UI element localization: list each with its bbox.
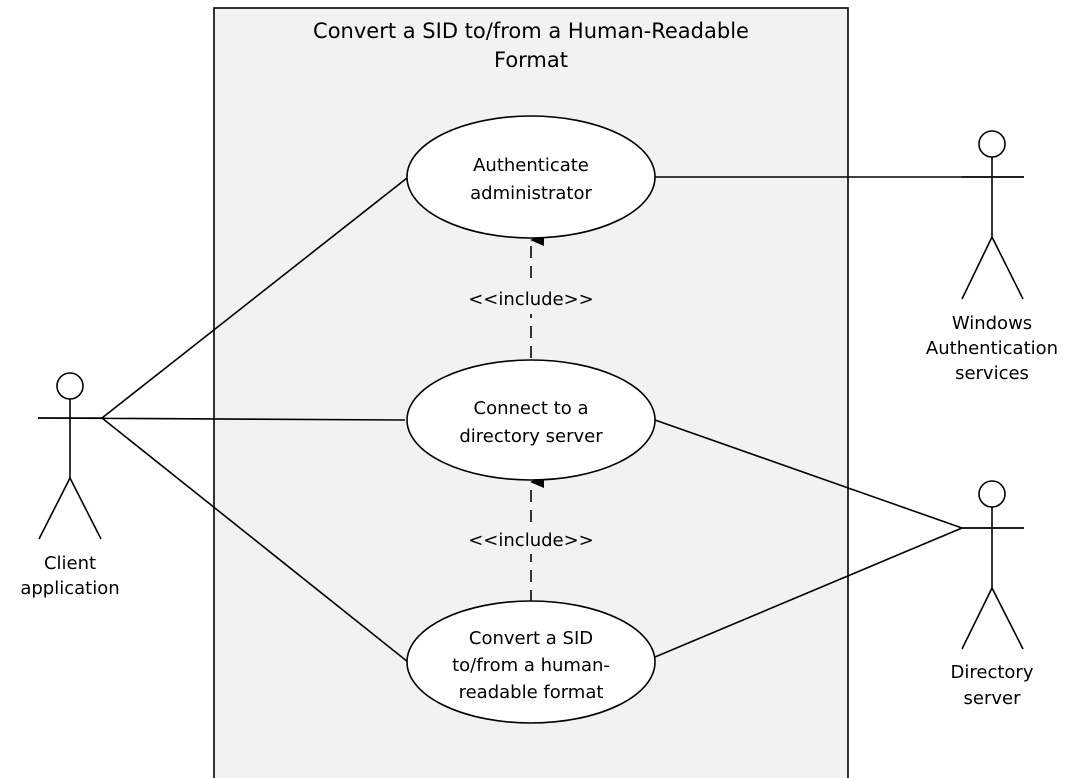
actor-directory-label-2: server — [964, 688, 1022, 709]
include-label-bottom: <<include>> — [468, 530, 594, 551]
use-case-convert-label-3: readable format — [459, 682, 604, 703]
use-case-convert-sid[interactable]: Convert a SID to/from a human- readable … — [406, 600, 656, 724]
use-case-convert-label-1: Convert a SID — [469, 628, 593, 649]
assoc-convert-directory — [654, 527, 963, 658]
use-case-authenticate-ellipse — [406, 115, 656, 239]
use-case-authenticate-label-1: Authenticate — [473, 155, 589, 176]
system-title-line-1: Convert a SID to/from a Human-Readable — [313, 19, 749, 43]
use-case-authenticate-label-2: administrator — [470, 183, 592, 204]
actor-client-label-2: application — [20, 578, 119, 599]
assoc-client-authenticate — [101, 177, 408, 419]
use-case-connect-label-1: Connect to a — [474, 398, 589, 419]
include-label-top: <<include>> — [468, 289, 594, 310]
actor-directory-label-1: Directory — [951, 662, 1034, 683]
system-title-line-2: Format — [494, 48, 568, 72]
use-case-convert-ellipse — [406, 600, 656, 724]
use-case-connect-label-2: directory server — [459, 426, 603, 447]
include-relationships: <<include>> <<include>> — [452, 234, 610, 602]
use-case-connect-directory-server[interactable]: Connect to a directory server — [406, 359, 656, 481]
actor-windows-figure-icon — [961, 130, 1024, 300]
actor-client-figure-icon — [38, 372, 102, 540]
actor-windows-authentication-services[interactable]: Windows Authentication services — [926, 130, 1058, 384]
use-case-convert-label-2: to/from a human- — [452, 655, 610, 676]
actor-windows-label-1: Windows — [952, 313, 1032, 334]
include-label-bg-bottom — [452, 524, 610, 554]
actor-directory-server[interactable]: Directory server — [951, 480, 1034, 709]
assoc-connect-directory — [654, 419, 963, 529]
actor-client-application[interactable]: Client application — [20, 372, 120, 599]
include-label-bg-top — [452, 284, 610, 314]
actor-directory-figure-icon — [961, 480, 1024, 650]
use-case-authenticate-administrator[interactable]: Authenticate administrator — [406, 115, 656, 239]
actor-windows-label-3: services — [955, 363, 1029, 384]
assoc-client-convert — [101, 417, 409, 663]
actor-windows-label-2: Authentication — [926, 338, 1058, 359]
use-case-connect-ellipse — [406, 359, 656, 481]
actor-client-label-1: Client — [44, 553, 96, 574]
